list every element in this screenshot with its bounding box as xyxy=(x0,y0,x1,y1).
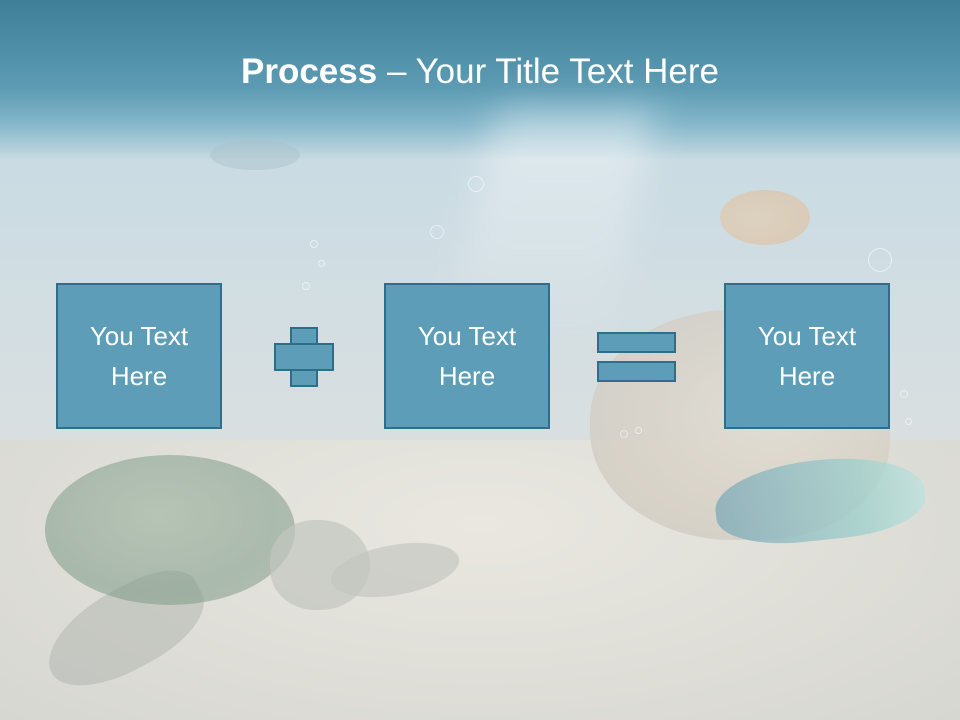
bubble xyxy=(620,430,628,438)
box-text-line2: Here xyxy=(110,361,168,391)
title-rest: – Your Title Text Here xyxy=(377,52,719,91)
equals-bottom-bar xyxy=(597,361,676,382)
bubble xyxy=(302,282,310,290)
plus-center-fill xyxy=(292,345,316,369)
goldfish-image xyxy=(720,190,810,245)
slide-title: Process – Your Title Text Here xyxy=(0,52,960,92)
box-text-line1: You Text xyxy=(757,321,857,351)
box-text-line2: Here xyxy=(778,361,836,391)
bubble xyxy=(868,248,892,272)
bubble xyxy=(635,427,642,434)
process-box-2[interactable]: You Text Here xyxy=(384,283,550,429)
box-text-line2: Here xyxy=(438,361,496,391)
process-box-3[interactable]: You Text Here xyxy=(724,283,890,429)
turtle-shell-image xyxy=(45,455,295,605)
bubble xyxy=(310,240,318,248)
box-text-line1: You Text xyxy=(89,321,189,351)
turtle-head-image xyxy=(270,520,370,610)
bubble xyxy=(468,176,484,192)
process-box-1[interactable]: You Text Here xyxy=(56,283,222,429)
equals-top-bar xyxy=(597,332,676,353)
box-text-line1: You Text xyxy=(417,321,517,351)
bubble xyxy=(430,225,444,239)
small-fish-image xyxy=(210,140,300,170)
bubble xyxy=(900,390,908,398)
bubble xyxy=(905,418,912,425)
header-band xyxy=(0,0,960,160)
title-bold: Process xyxy=(241,52,378,91)
bubble xyxy=(318,260,325,267)
